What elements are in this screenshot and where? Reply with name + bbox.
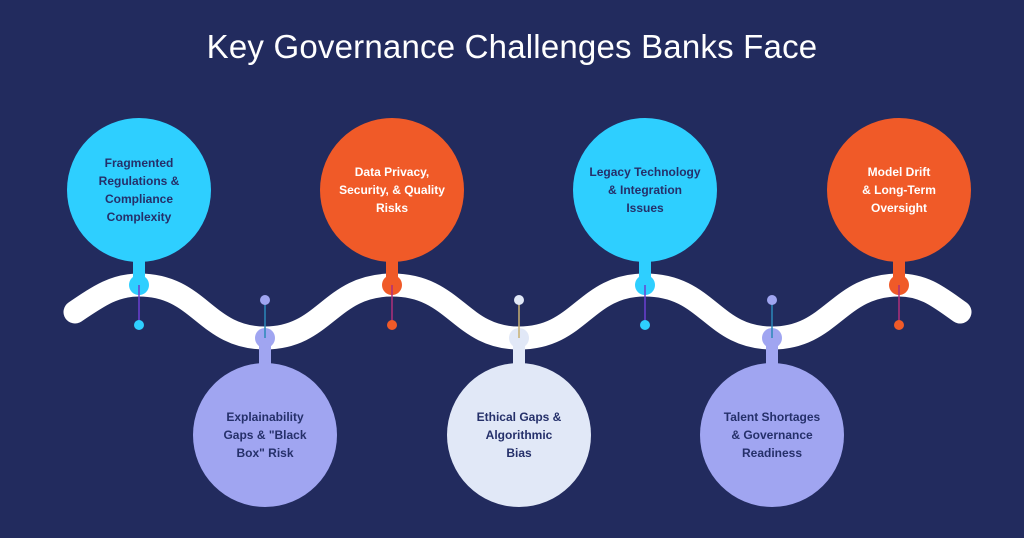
challenge-label-line: Gaps & "Black bbox=[223, 428, 306, 442]
challenge-bubble bbox=[193, 363, 337, 507]
challenge-label-line: Compliance bbox=[105, 192, 173, 206]
challenge-bubble bbox=[700, 363, 844, 507]
challenge-label-line: Data Privacy, bbox=[355, 165, 430, 179]
challenge-label-line: Issues bbox=[626, 201, 664, 215]
challenge-label-line: & Integration bbox=[608, 183, 682, 197]
challenge-bubble bbox=[320, 118, 464, 262]
pin-dot bbox=[894, 320, 904, 330]
challenge-bubble bbox=[67, 118, 211, 262]
challenge-label-line: Regulations & bbox=[99, 174, 180, 188]
challenge-label-line: Explainability bbox=[226, 410, 304, 424]
challenge-label-line: Risks bbox=[376, 201, 408, 215]
challenge-label-line: Oversight bbox=[871, 201, 927, 215]
challenge-label-line: & Long-Term bbox=[862, 183, 936, 197]
pin-dot bbox=[514, 295, 524, 305]
pin-dot bbox=[387, 320, 397, 330]
pin-dot bbox=[134, 320, 144, 330]
pin-dot bbox=[640, 320, 650, 330]
pin-dot bbox=[767, 295, 777, 305]
page-title: Key Governance Challenges Banks Face bbox=[206, 28, 818, 65]
challenge-label-line: Complexity bbox=[107, 210, 172, 224]
challenge-label-line: Ethical Gaps & bbox=[477, 410, 562, 424]
challenge-label-line: Readiness bbox=[742, 446, 802, 460]
challenge-label-line: Bias bbox=[506, 446, 532, 460]
challenge-label-line: Legacy Technology bbox=[589, 165, 700, 179]
challenge-label-line: Fragmented bbox=[105, 156, 174, 170]
pin-dot bbox=[260, 295, 270, 305]
challenge-label-line: Model Drift bbox=[868, 165, 931, 179]
challenge-label-line: Algorithmic bbox=[486, 428, 553, 442]
challenge-bubble bbox=[447, 363, 591, 507]
challenge-bubble bbox=[827, 118, 971, 262]
challenge-label-line: & Governance bbox=[731, 428, 813, 442]
challenge-bubble bbox=[573, 118, 717, 262]
challenge-label-line: Security, & Quality bbox=[339, 183, 445, 197]
challenge-label-line: Talent Shortages bbox=[724, 410, 821, 424]
challenge-label-line: Box" Risk bbox=[236, 446, 293, 460]
